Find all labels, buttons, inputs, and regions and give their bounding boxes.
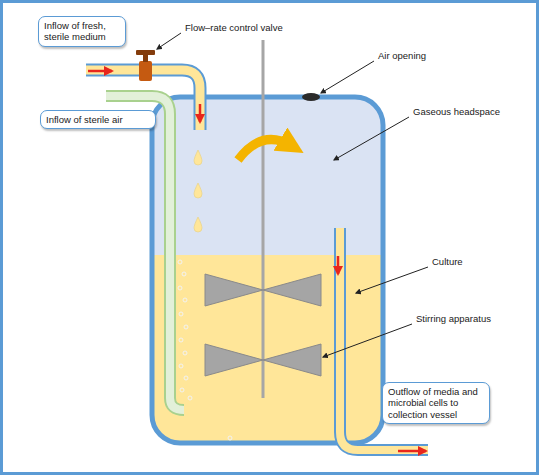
vessel-contents <box>152 97 383 443</box>
impeller <box>205 344 321 376</box>
culture-liquid <box>152 255 383 443</box>
headspace-label: Gaseous headspace <box>412 106 501 117</box>
impeller <box>205 274 321 306</box>
headspace <box>152 97 383 255</box>
outflow-box: Outflow of media and microbial cells to … <box>382 382 490 424</box>
air-opening <box>302 93 320 101</box>
air-bubbles <box>178 260 232 440</box>
leader-lines <box>157 33 428 357</box>
box-text: Outflow of media and microbial cells to … <box>388 386 484 420</box>
culture-label: Culture <box>431 256 464 267</box>
medium-inflow-box: Inflow of fresh, sterile medium <box>38 16 126 47</box>
box-text: Inflow of fresh, sterile medium <box>44 20 120 43</box>
flow-arrow <box>199 104 202 122</box>
vessel-wall <box>152 97 383 443</box>
stirrer-label: Stirring apparatus <box>415 313 492 324</box>
medium-drops <box>194 150 202 232</box>
box-text: Inflow of sterile air <box>46 114 150 125</box>
stirrer-shaft <box>262 40 265 398</box>
air-inflow-box: Inflow of sterile air <box>40 110 156 129</box>
flow-arrow <box>337 256 340 274</box>
air-pipe-inner <box>106 96 184 410</box>
rotation-arrow <box>238 140 292 160</box>
flow-arrow <box>398 450 426 453</box>
valve-label: Flow–rate control valve <box>184 22 284 33</box>
air-pipe <box>106 96 184 410</box>
air-opening-label: Air opening <box>377 50 427 61</box>
flow-arrow <box>88 70 112 73</box>
valve <box>136 50 155 81</box>
